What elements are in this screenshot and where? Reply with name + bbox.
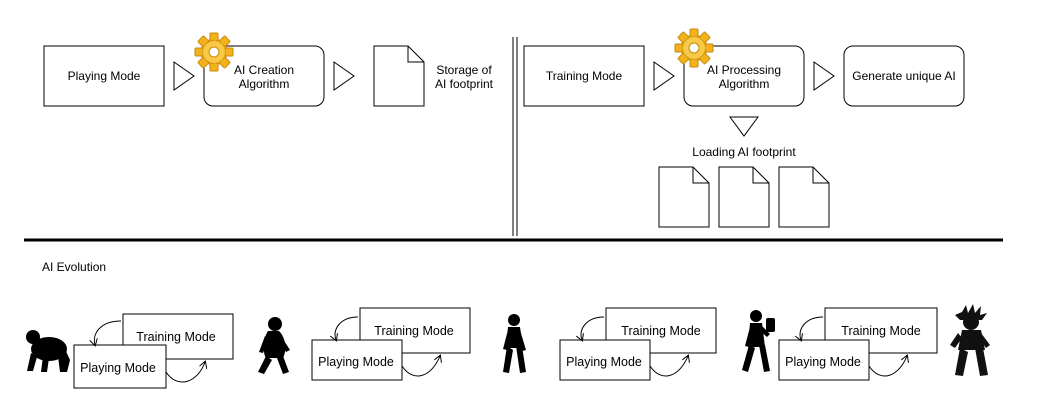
- ai-processing-label-line2: Algorithm: [719, 77, 770, 91]
- ai-evolution-title: AI Evolution: [42, 260, 106, 274]
- playing-mode-card-label: Playing Mode: [80, 361, 156, 375]
- playing-mode-card: [778, 339, 870, 381]
- gear-icon: [194, 32, 234, 72]
- arrow-triangle-3: [653, 61, 675, 91]
- evolution-stage-2: Training Mode Playing Mode: [311, 307, 471, 381]
- training-mode-box: Training Mode: [523, 45, 645, 107]
- evolution-stage-1: Training Mode Playing Mode: [73, 313, 234, 389]
- robot-silhouette: [950, 304, 990, 376]
- playing-mode-card: [559, 339, 651, 381]
- cycle-arrow: [335, 316, 359, 340]
- training-mode-card-label: Training Mode: [621, 324, 700, 338]
- training-mode-card-label: Training Mode: [374, 324, 453, 338]
- training-mode-label: Training Mode: [546, 69, 623, 83]
- arrow-triangle-4: [813, 61, 835, 91]
- generate-unique-ai-label: Generate unique AI: [852, 69, 955, 83]
- cycle-arrow: [649, 356, 688, 377]
- loading-ai-footprint-label: Loading AI footprint: [692, 145, 796, 159]
- vertical-divider: [512, 37, 518, 236]
- playing-mode-card-label: Playing Mode: [566, 355, 642, 369]
- evolution-stage-3: Training Mode Playing Mode: [559, 307, 717, 381]
- playing-mode-label: Playing Mode: [68, 69, 141, 83]
- cycle-arrow: [401, 356, 440, 377]
- training-mode-card-label: Training Mode: [841, 324, 920, 338]
- modern-human-silhouette: [742, 310, 775, 372]
- ai-processing-label-line1: AI Processing: [707, 63, 781, 77]
- storage-label-line1: Storage of: [436, 63, 492, 77]
- footprint-document-icon: [778, 166, 830, 228]
- early-human-silhouette: [503, 314, 526, 373]
- training-mode-card-label: Training Mode: [136, 330, 215, 344]
- playing-mode-card-label: Playing Mode: [318, 355, 394, 369]
- storage-document-icon: [373, 45, 425, 107]
- playing-mode-card: [311, 339, 403, 381]
- playing-mode-card: [73, 344, 167, 389]
- playing-mode-box: Playing Mode: [43, 45, 165, 107]
- playing-mode-card-label: Playing Mode: [785, 355, 861, 369]
- cycle-arrow: [94, 320, 122, 345]
- arrow-triangle-2: [333, 61, 355, 91]
- evolution-stage-4: Training Mode Playing Mode: [778, 307, 938, 381]
- chimp-silhouette: [26, 330, 70, 372]
- ai-creation-label-line2: Algorithm: [239, 77, 290, 91]
- cycle-arrow: [800, 316, 824, 340]
- ape-man-silhouette: [258, 317, 290, 374]
- footprint-document-icon: [718, 166, 770, 228]
- cycle-arrow: [581, 316, 605, 340]
- generate-unique-ai-box: Generate unique AI: [843, 45, 965, 107]
- arrow-triangle-1: [173, 61, 195, 91]
- ai-processing-box: AI Processing Algorithm: [683, 45, 805, 107]
- arrow-triangle-down: [729, 116, 759, 137]
- gear-icon: [674, 28, 714, 68]
- footprint-document-icon: [658, 166, 710, 228]
- storage-label-line2: AI footprint: [435, 77, 494, 91]
- ai-creation-label-line1: AI Creation: [234, 63, 294, 77]
- cycle-arrow: [165, 362, 205, 383]
- cycle-arrow: [868, 356, 907, 377]
- ai-creation-box: AI Creation Algorithm: [203, 45, 325, 107]
